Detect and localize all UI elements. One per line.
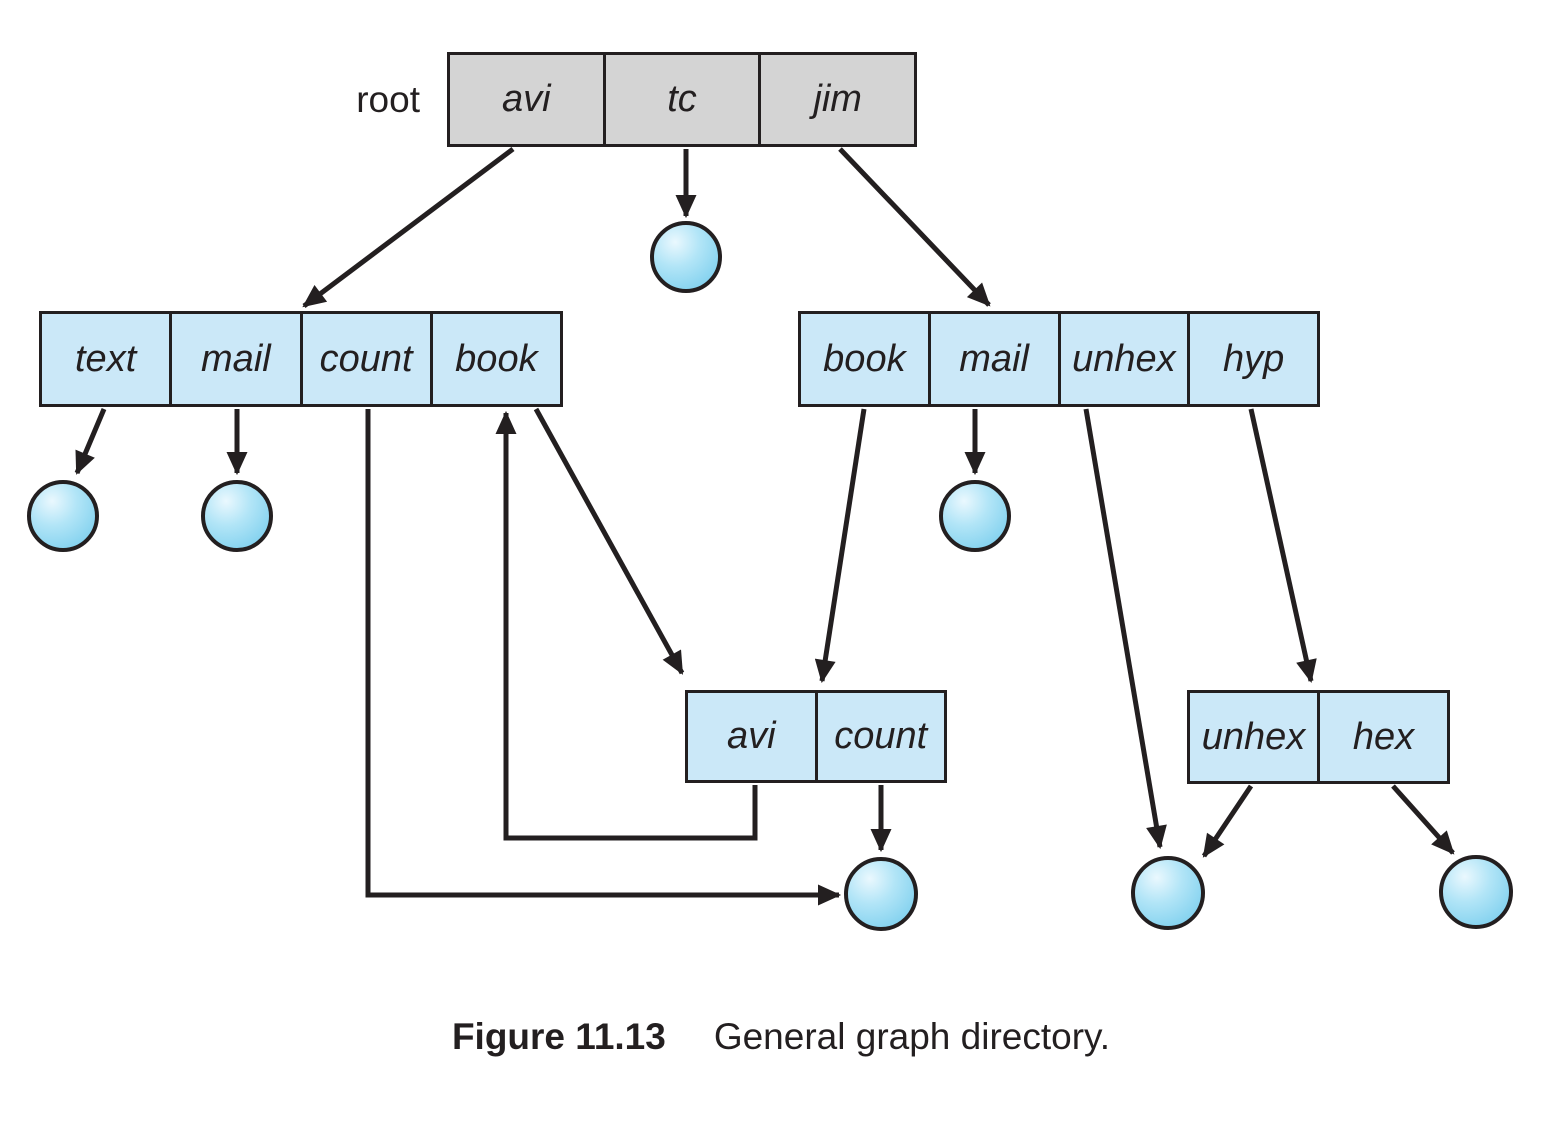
- edge-hyp-to-bottom-right-dir: [1248, 408, 1317, 684]
- edge-avi-middle-to-book-left-cycle: [495, 410, 758, 841]
- figure-caption: Figure 11.13 General graph directory.: [8, 1016, 1546, 1058]
- dir-cell-left-mail: mail: [169, 314, 299, 404]
- dir-cell-root-tc: tc: [602, 55, 759, 144]
- edge-root-avi-to-left-dir: [302, 147, 515, 308]
- edge-book-left-to-middle-dir: [533, 407, 685, 675]
- edge-count-to-shared-file: [365, 409, 842, 906]
- file-node-shared-unhex: [1131, 856, 1205, 930]
- dir-cell-bottom-unhex: unhex: [1201, 715, 1306, 758]
- edge-unhex-bottom-to-shared-file: [1201, 784, 1254, 858]
- edge-book-right-to-middle-dir: [814, 408, 867, 684]
- figure-number: Figure 11.13: [451, 1016, 666, 1057]
- dir-cell-right-book: book: [823, 337, 906, 380]
- dir-cell-root-jim: jim: [758, 55, 914, 144]
- directory-table-left: text mail count book: [39, 311, 563, 407]
- file-node-under-mail-right: [939, 480, 1011, 552]
- file-node-shared-count: [844, 857, 918, 931]
- dir-cell-right-mail: mail: [927, 314, 1058, 404]
- file-node-under-tc: [650, 221, 722, 293]
- edge-text-to-file: [74, 408, 107, 475]
- file-node-under-hex: [1439, 855, 1513, 929]
- dir-cell-left-book: book: [429, 314, 560, 404]
- dir-cell-right-hyp: hyp: [1187, 314, 1317, 404]
- dir-cell-middle-avi: avi: [726, 715, 776, 757]
- dir-cell-bottom-hex: hex: [1317, 693, 1447, 781]
- dir-cell-middle-count: count: [814, 693, 945, 780]
- directory-table-root: avi tc jim: [447, 52, 917, 147]
- directory-table-bottom-right: unhex hex: [1187, 690, 1450, 784]
- directory-table-middle: avi count: [685, 690, 947, 783]
- dir-cell-root-avi: avi: [502, 78, 551, 120]
- edge-unhex-right-to-shared-file: [1083, 408, 1167, 850]
- file-node-under-text: [27, 480, 99, 552]
- dir-cell-right-unhex: unhex: [1057, 314, 1188, 404]
- root-label: root: [356, 78, 420, 120]
- dir-cell-left-count: count: [299, 314, 430, 404]
- directory-table-right: book mail unhex hyp: [798, 311, 1320, 407]
- edge-root-jim-to-right-dir: [838, 147, 991, 307]
- edge-hex-to-file: [1391, 784, 1455, 855]
- file-node-under-mail-left: [201, 480, 273, 552]
- figure-title: General graph directory.: [713, 1016, 1111, 1057]
- dir-cell-left-text: text: [75, 337, 137, 380]
